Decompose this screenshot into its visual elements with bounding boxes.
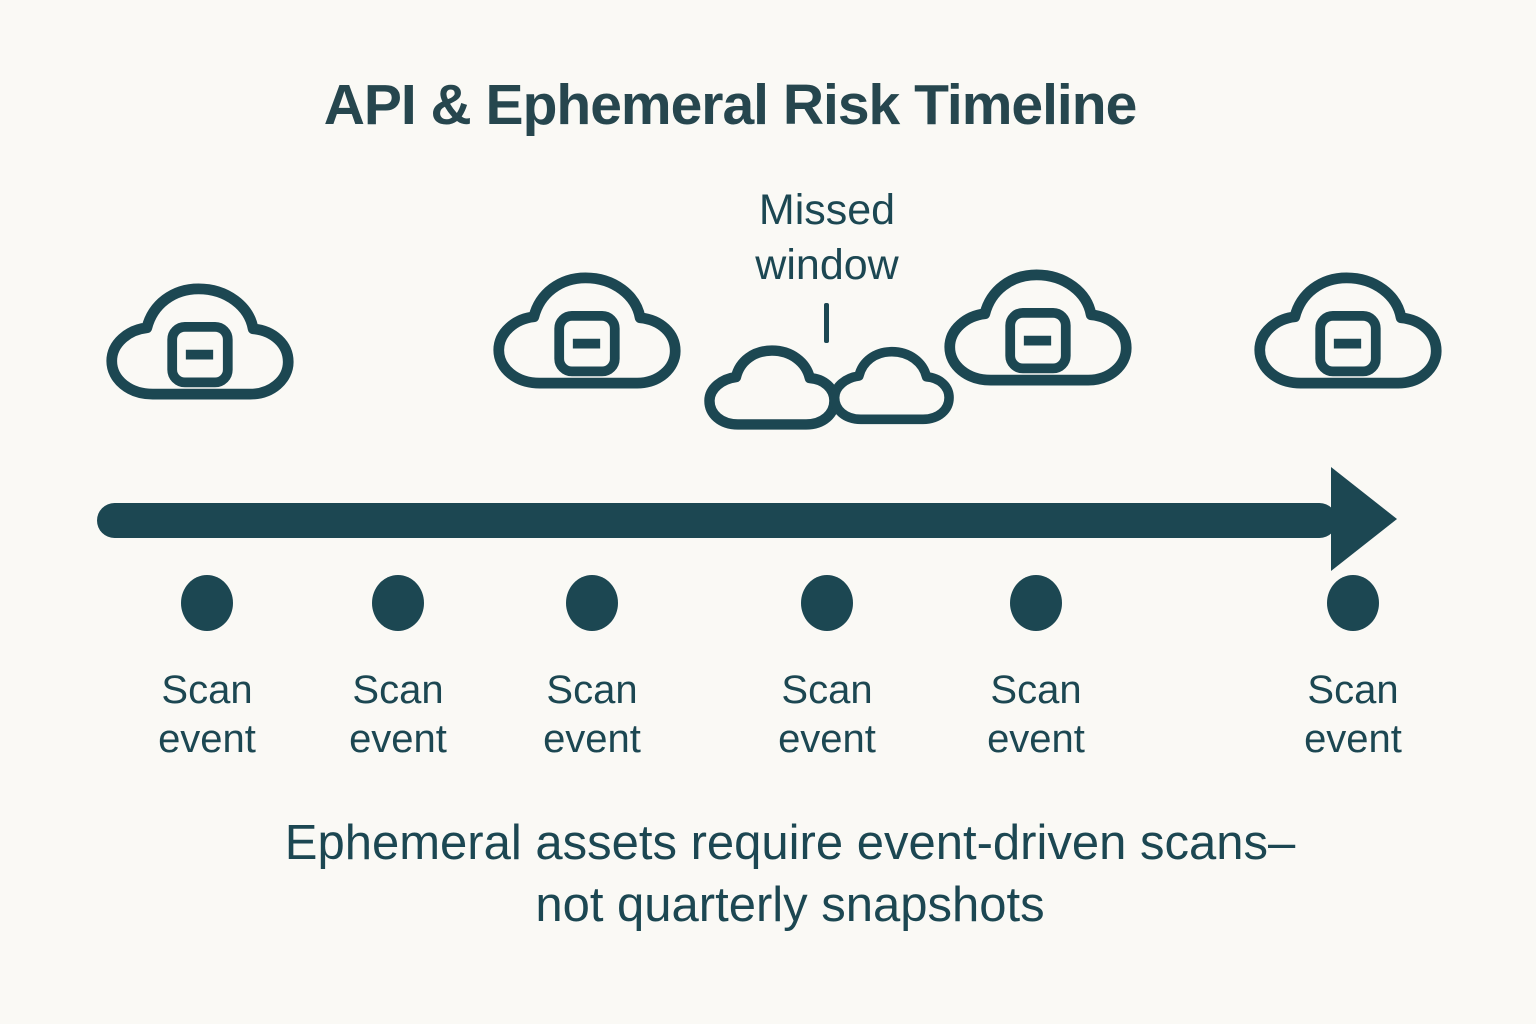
timeline-arrowhead-icon — [1331, 467, 1397, 571]
missed-window-label: Missed window — [755, 186, 899, 289]
scan-event-label: Scan event — [778, 668, 876, 761]
ephemeral-cloud-icon — [829, 346, 954, 425]
missed-window-tick — [824, 303, 829, 343]
diagram-title: API & Ephemeral Risk Timeline — [323, 73, 1138, 137]
scan-event-label: Scan event — [158, 668, 256, 761]
scan-event-dot — [1327, 575, 1379, 631]
caption: Ephemeral assets require event-driven sc… — [0, 812, 1536, 936]
scanned-cloud-icon — [493, 272, 681, 389]
scanned-cloud-icon — [1254, 272, 1442, 389]
scan-event-dot — [566, 575, 618, 631]
scan-event-label: Scan event — [987, 668, 1085, 761]
timeline-bar — [97, 503, 1337, 538]
scan-event-label: Scan event — [349, 668, 447, 761]
caption-line-1: Ephemeral assets require event-driven sc… — [284, 816, 1296, 870]
scan-event-label: Scan event — [543, 668, 641, 761]
scan-event-dot — [1010, 575, 1062, 631]
scan-event-label: Scan event — [1304, 668, 1402, 761]
caption-line-2: not quarterly snapshots — [535, 878, 1045, 932]
scan-event-dot — [801, 575, 853, 631]
scanned-cloud-icon — [944, 269, 1132, 386]
scanned-cloud-icon — [106, 283, 294, 400]
scan-event-dot — [372, 575, 424, 631]
scan-event-dot — [181, 575, 233, 631]
ephemeral-cloud-icon — [704, 345, 840, 430]
